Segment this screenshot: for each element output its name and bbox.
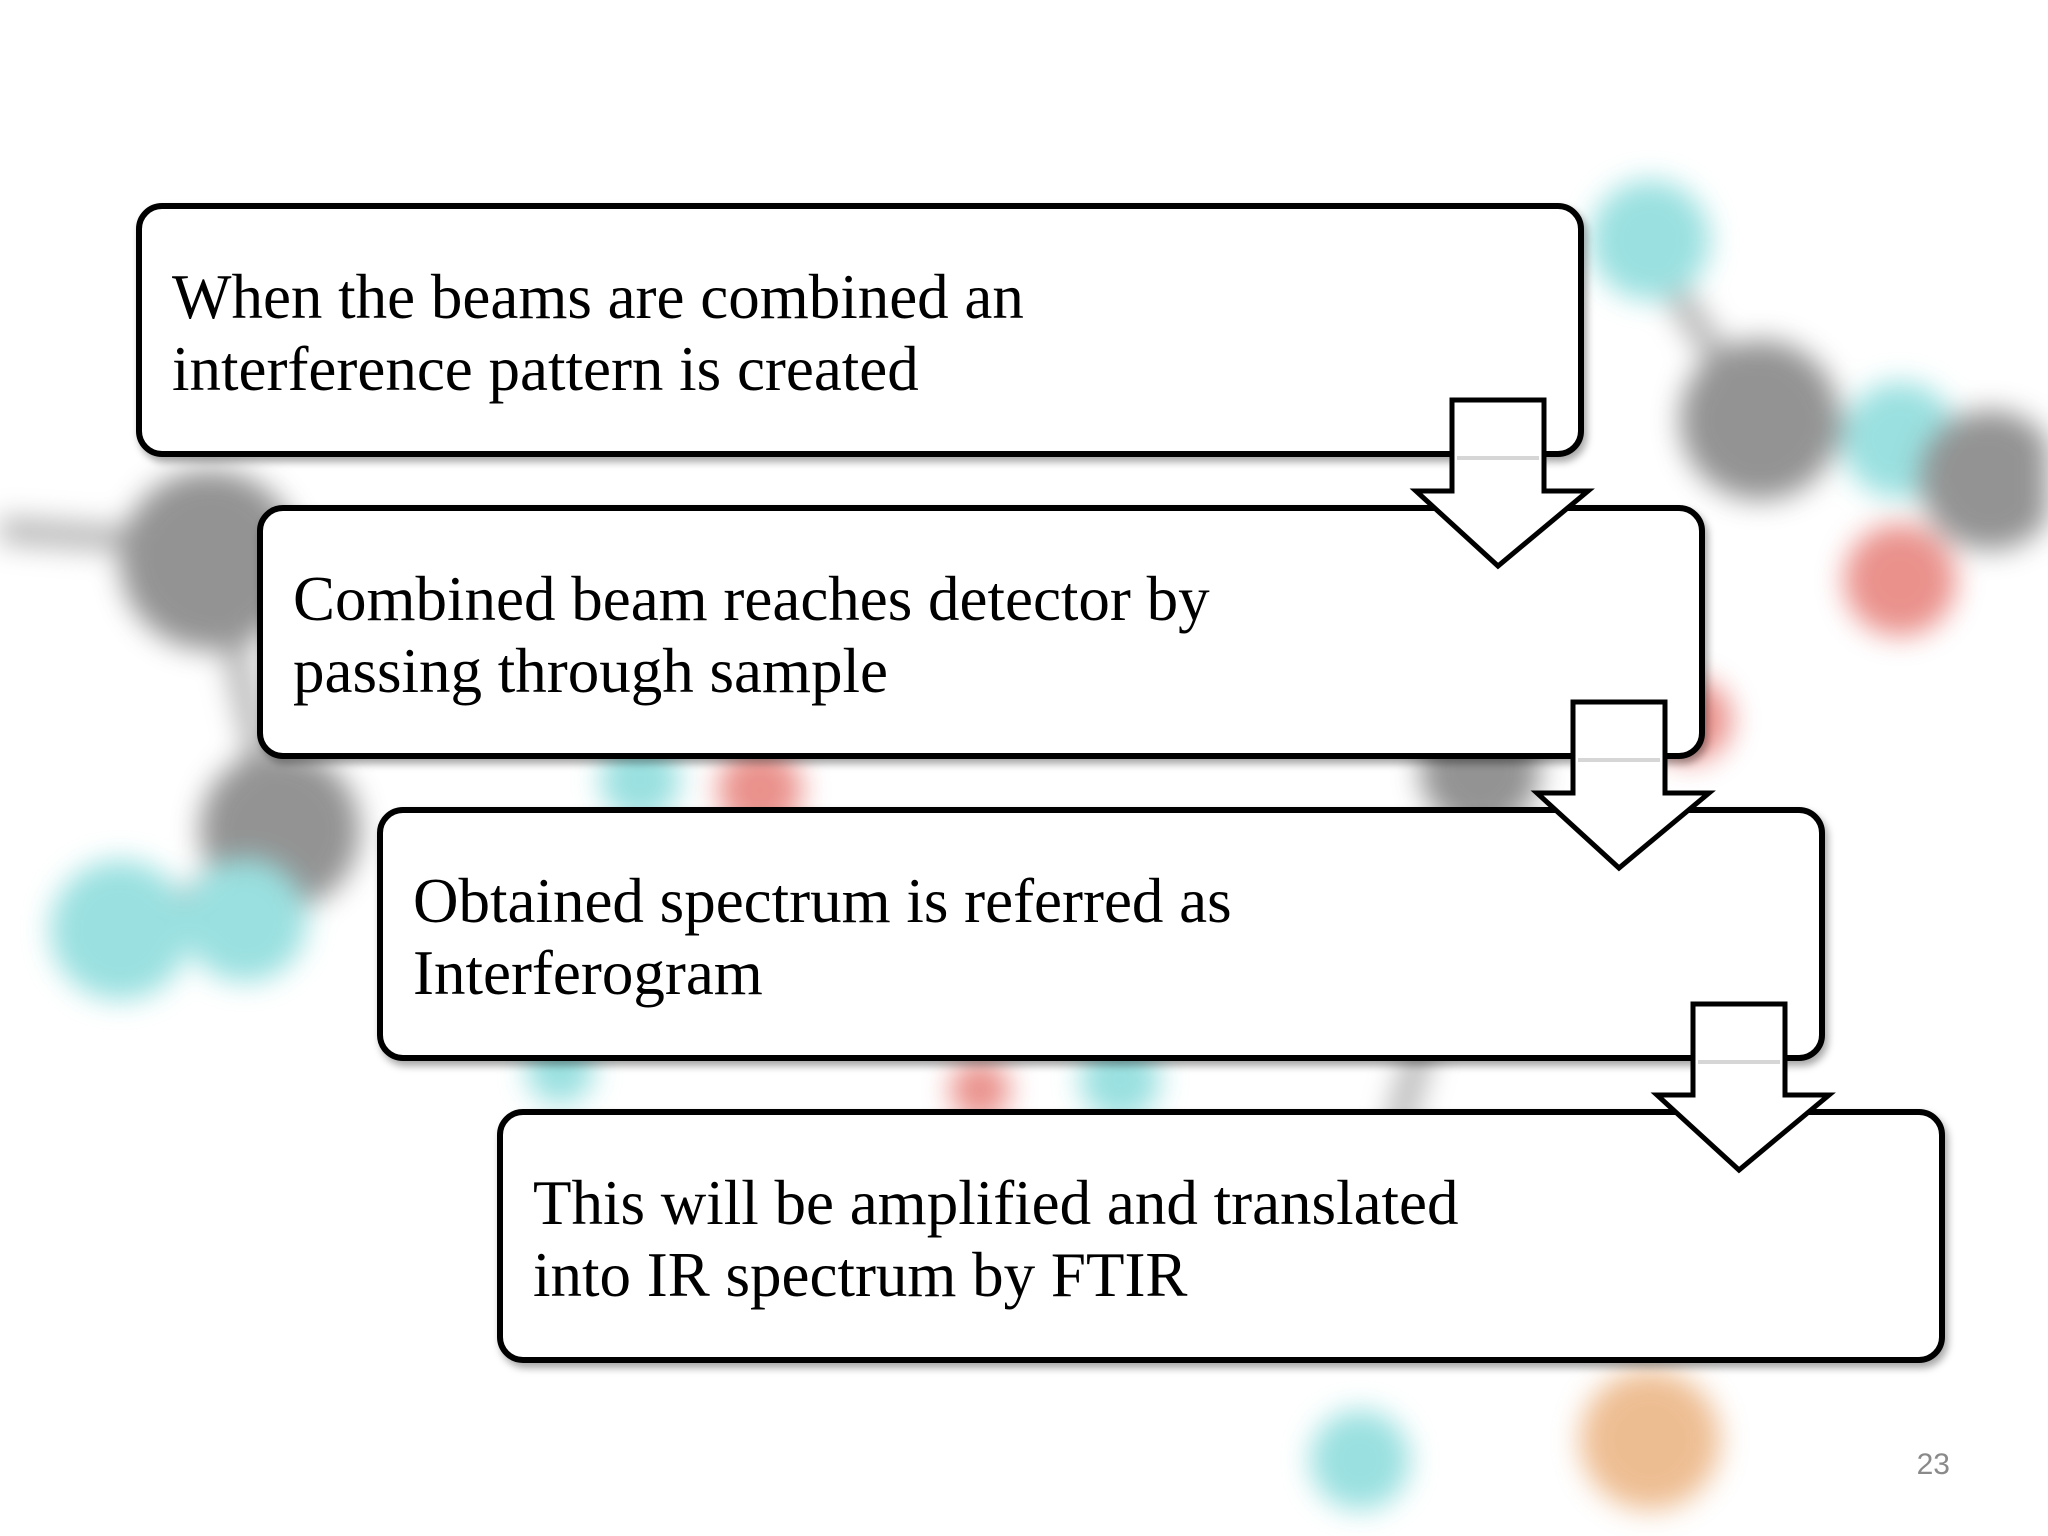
step-3-box: Obtained spectrum is referred as Interfe… [377,807,1825,1061]
step-3-line-1: Obtained spectrum is referred as [413,866,1232,936]
step-3-text: Obtained spectrum is referred as Interfe… [413,865,1473,1009]
step-1-box: When the beams are combined an interfere… [136,203,1584,457]
step-2-line-1: Combined beam reaches detector by [293,564,1210,634]
slide-number: 23 [1916,1448,1950,1481]
down-arrow-icon [1650,1001,1836,1174]
step-4-box: This will be amplified and translated in… [497,1109,1945,1363]
step-2-text: Combined beam reaches detector by passin… [293,563,1353,707]
step-1-line-2: interference pattern is created [172,334,919,404]
step-4-line-1: This will be amplified and translated [533,1168,1459,1238]
down-arrow-icon [1409,397,1595,570]
step-1-text: When the beams are combined an interfere… [172,261,1232,405]
down-arrow-icon [1530,699,1716,872]
step-2-line-2: passing through sample [293,636,888,706]
step-2-box: Combined beam reaches detector by passin… [257,505,1705,759]
step-4-text: This will be amplified and translated in… [533,1167,1593,1311]
step-1-line-1: When the beams are combined an [172,262,1024,332]
step-3-line-2: Interferogram [413,938,763,1008]
step-4-line-2: into IR spectrum by FTIR [533,1240,1188,1310]
